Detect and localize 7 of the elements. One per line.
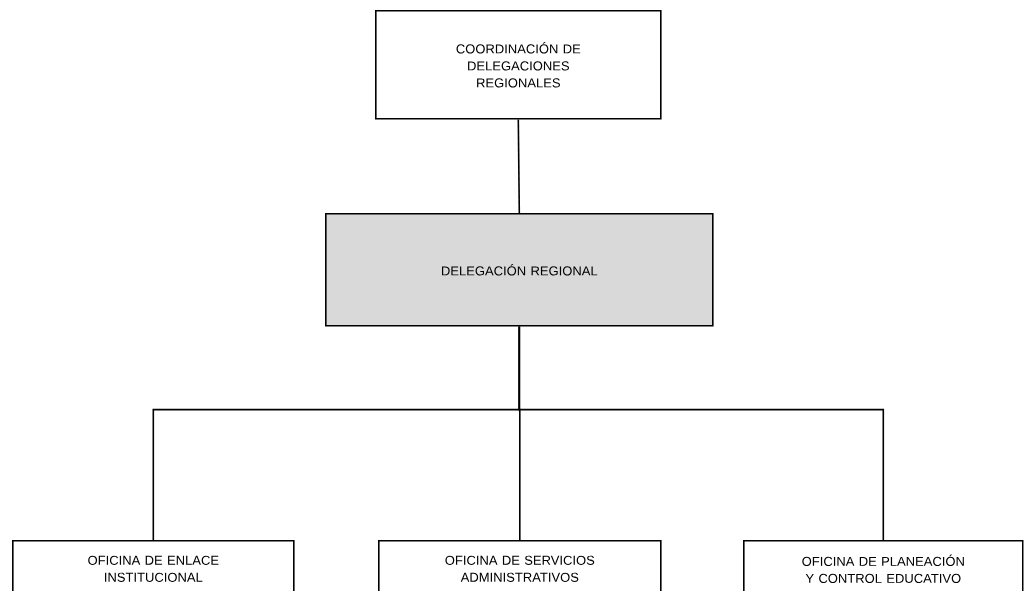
org-box: OFICINA DE ENLACE INSTITUCIONAL [12,540,295,591]
connector-line [517,118,521,214]
connector-line [518,325,885,541]
org-box: COORDINACIÓN DE DELEGACIONES REGIONALES [375,10,662,120]
org-box: DELEGACIÓN REGIONAL [325,213,714,327]
org-box: OFICINA DE PLANEACIÓN Y CONTROL EDUCATIVO [743,540,1024,591]
org-box: OFICINA DE SERVICIOS ADMINISTRATIVOS [378,540,662,591]
